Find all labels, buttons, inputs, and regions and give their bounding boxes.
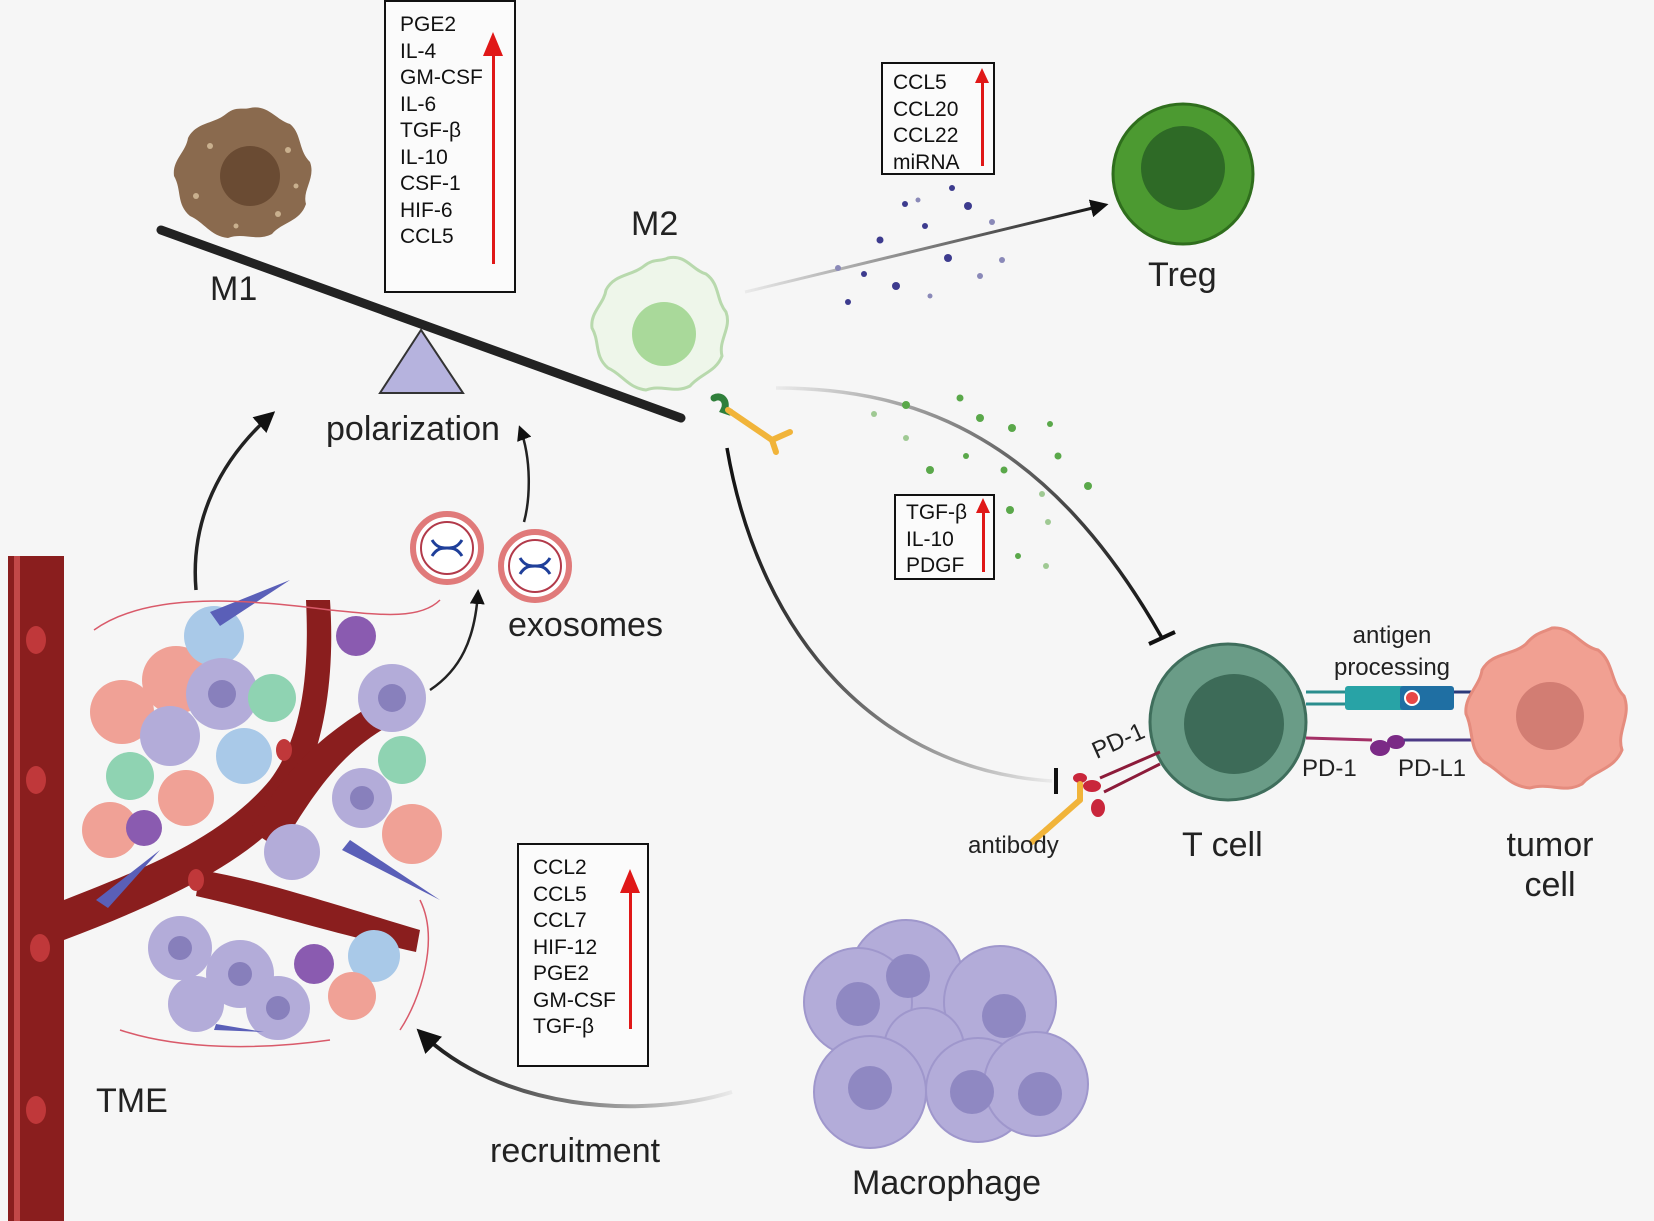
- tme-to-polarization-arrow: [193, 411, 276, 591]
- factor-item: GM-CSF: [400, 66, 483, 89]
- exosome-icon-left: [410, 511, 484, 585]
- m1-cell-icon: [173, 107, 312, 238]
- factor-item: HIF-6: [400, 198, 453, 222]
- recruitment-factors-box: CCL2 CCL5 CCL7 HIF-12 PGE2 GM-CSF TGF-β: [517, 843, 649, 1067]
- exosome-to-polarization-arrow: [517, 425, 532, 523]
- tme-vessel-icon: [8, 556, 420, 1221]
- tme-to-exosome-arrow: [429, 589, 485, 692]
- exosomes-label: exosomes: [508, 606, 663, 644]
- antibody-label: antibody: [968, 832, 1059, 859]
- factor-item: IL-4: [400, 39, 437, 63]
- macrophage-label: Macrophage: [852, 1164, 1042, 1202]
- factor-item: CCL20: [893, 97, 959, 121]
- m2-label: M2: [631, 205, 679, 243]
- m2-to-pd1-inhibition: [725, 447, 1053, 783]
- factor-item: TGF-β: [400, 119, 462, 142]
- tme-label: TME: [96, 1082, 168, 1120]
- cytokine-dots-treg: [835, 185, 1005, 305]
- tme-cell-cluster-icon: [82, 580, 442, 1048]
- tcell-factors-box: TGF-β IL-10 PDGF: [894, 494, 995, 580]
- pd1-pdl1-binding-icon: [1305, 735, 1496, 756]
- antigen-processing-label-line1: antigen: [1352, 622, 1432, 649]
- pdl1-label: PD-L1: [1398, 755, 1467, 782]
- up-arrow-icon: [483, 32, 503, 264]
- factor-item: CCL5: [400, 225, 454, 248]
- t-cell-label: T cell: [1182, 826, 1263, 864]
- up-arrow-icon: [976, 498, 990, 572]
- factor-item: CCL7: [533, 909, 587, 932]
- t-cell-icon: [1148, 642, 1308, 802]
- pd1-receptor-antibody-icon: [1029, 750, 1161, 845]
- treg-label: Treg: [1148, 256, 1217, 294]
- up-arrow-icon: [620, 869, 640, 1029]
- factor-item: CSF-1: [400, 172, 461, 195]
- antigen-processing-complex-icon: [1306, 686, 1500, 710]
- factor-item: CCL5: [533, 882, 587, 906]
- treg-factors-box: CCL5 CCL20 CCL22 miRNA: [881, 62, 995, 175]
- factor-item: CCL5: [893, 71, 947, 94]
- m2-to-tcell-inhibition: [775, 386, 1164, 639]
- factor-item: CCL22: [893, 124, 959, 147]
- factor-item: TGF-β: [906, 501, 968, 524]
- recruitment-arrow: [416, 1028, 733, 1109]
- factor-item: TGF-β: [533, 1015, 595, 1038]
- m1-label: M1: [210, 270, 258, 308]
- exosome-icon-right: [498, 529, 572, 603]
- tumor-cell-label-line2: cell: [1524, 866, 1576, 904]
- pd1-label: PD-1: [1302, 755, 1357, 782]
- polarization-label: polarization: [326, 410, 500, 448]
- polarization-factors-box: PGE2 IL-4 GM-CSF IL-6 TGF-β IL-10 CSF-1 …: [384, 0, 516, 293]
- up-arrow-icon: [975, 68, 989, 166]
- factor-item: GM-CSF: [533, 988, 616, 1012]
- factor-item: IL-10: [906, 527, 954, 551]
- factor-item: PDGF: [906, 554, 965, 577]
- recruitment-label: recruitment: [490, 1132, 661, 1170]
- m2-to-treg-arrow: [744, 199, 1109, 294]
- factor-item: PGE2: [400, 13, 457, 36]
- treg-cell-icon: [1111, 102, 1255, 246]
- factor-item: CCL2: [533, 856, 587, 879]
- factor-item: miRNA: [893, 150, 960, 174]
- factor-item: HIF-12: [533, 935, 598, 959]
- tumor-cell-label-line1: tumor: [1506, 826, 1594, 864]
- factor-item: IL-6: [400, 92, 437, 116]
- macrophage-nuclei: [836, 954, 1062, 1116]
- tumor-cell-icon: [1464, 626, 1628, 790]
- polarization-seesaw-icon: [156, 225, 686, 423]
- m2-cell-icon: [590, 255, 793, 455]
- factor-item: PGE2: [533, 962, 590, 985]
- factor-item: IL-10: [400, 145, 448, 169]
- cytokine-dots-tcell: [871, 394, 1092, 569]
- antigen-processing-label-line2: processing: [1333, 654, 1451, 681]
